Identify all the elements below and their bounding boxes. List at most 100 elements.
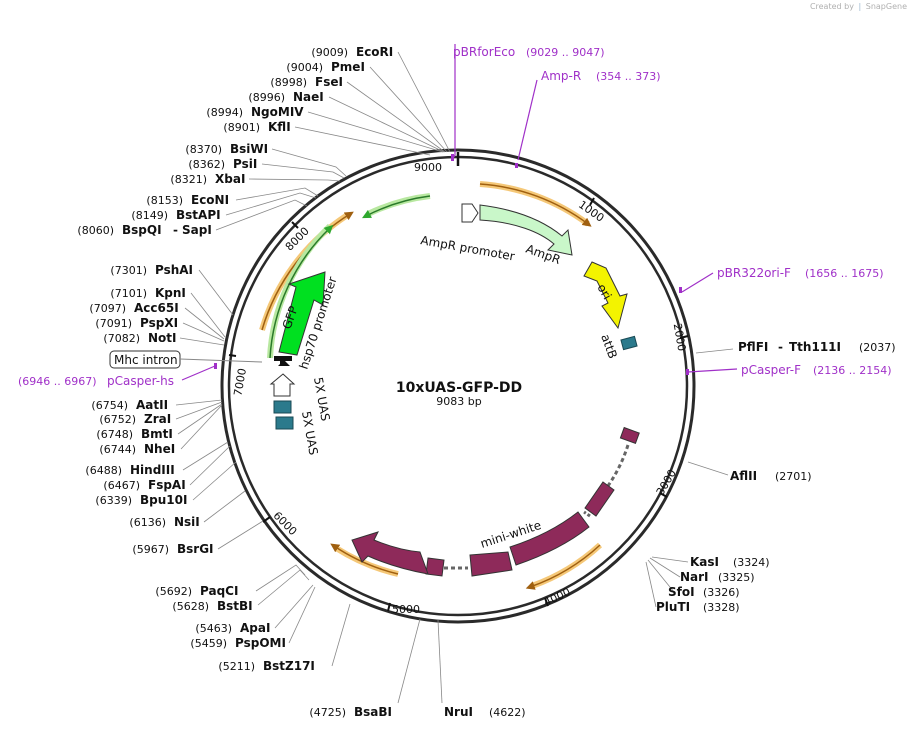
mini-white-intron-1	[603, 444, 630, 491]
orange-arrow-left	[261, 211, 354, 331]
site-name: NruI	[444, 705, 473, 719]
site-name: BsiWI	[230, 142, 268, 156]
site-pos: (8994)	[206, 106, 243, 119]
attb-feature	[620, 335, 638, 351]
site-name: Tth111I	[789, 340, 841, 354]
mini-white-exon-1	[619, 426, 640, 445]
site-pos: (8149)	[131, 209, 168, 222]
site-name: ApaI	[240, 621, 270, 635]
site-name: ZraI	[144, 412, 171, 426]
site-pos: (6136)	[129, 516, 166, 529]
site-name: FspAI	[148, 478, 186, 492]
ampr-promoter-label: AmpR promoter	[419, 233, 515, 263]
site-pos: (9009)	[311, 46, 348, 59]
site-pos: (7101)	[110, 287, 147, 300]
site-name: HindIII	[130, 463, 175, 477]
plasmid-size: 9083 bp	[436, 395, 481, 408]
mini-white-exon-4	[469, 551, 513, 577]
primer-name: pBRforEco	[453, 45, 515, 59]
mini-white-exon-3	[509, 511, 590, 566]
site-name: NotI	[148, 331, 177, 345]
site-name: KpnI	[155, 286, 186, 300]
site-name: KasI	[690, 555, 719, 569]
site-pos: (3324)	[733, 556, 770, 569]
site-pos: (5967)	[132, 543, 169, 556]
mini-white-exon-5	[425, 557, 445, 577]
site-name: AatII	[136, 398, 168, 412]
site-name: BstBI	[217, 599, 253, 613]
site-pos: (6488)	[85, 464, 122, 477]
site-name: PflFI	[738, 340, 768, 354]
site-pos: (2037)	[859, 341, 896, 354]
primer-range: (6946 .. 6967)	[18, 375, 97, 388]
svg-text:-: -	[778, 340, 783, 354]
ori-label: ori	[594, 282, 614, 303]
tick-label-7000: 7000	[231, 367, 249, 397]
primer-range: (354 .. 373)	[596, 70, 661, 83]
mhc-intron-label: Mhc intron	[114, 353, 178, 367]
site-name: FseI	[315, 75, 343, 89]
site-labels-left: (9009) EcoRI (9004) PmeI (8998) FseI (89…	[77, 45, 393, 719]
site-pos: (8362)	[188, 158, 225, 171]
site-pos: (9004)	[286, 61, 323, 74]
site-pos: (8153)	[146, 194, 183, 207]
site-name: AflII	[730, 469, 757, 483]
primer-name: pCasper-F	[741, 363, 801, 377]
site-name: XbaI	[215, 172, 245, 186]
site-pos: (5628)	[172, 600, 209, 613]
site-pos: (7091)	[95, 317, 132, 330]
green-arrow-top	[362, 195, 431, 219]
site-pos: (3326)	[703, 586, 740, 599]
site-name: SapI	[182, 223, 212, 237]
tick-label-3000: 3000	[654, 467, 679, 498]
site-pos: (6754)	[91, 399, 128, 412]
svg-text:-: -	[173, 223, 178, 237]
snapgene-credit: Created by ❘ SnapGene	[810, 2, 907, 11]
site-name: Bpu10I	[140, 493, 187, 507]
site-pos: (8370)	[185, 143, 222, 156]
site-name: BsrGI	[177, 542, 214, 556]
site-pos: (2701)	[775, 470, 812, 483]
primer-name: Amp-R	[541, 69, 581, 83]
uas-feature-2	[275, 416, 294, 430]
site-name: PluTI	[656, 600, 690, 614]
site-pos: (5459)	[190, 637, 227, 650]
ampr-promoter-feature	[461, 203, 479, 223]
site-name: Acc65I	[134, 301, 179, 315]
tick-label-9000: 9000	[414, 161, 442, 174]
site-name: NsiI	[174, 515, 200, 529]
site-pos: (3325)	[718, 571, 755, 584]
uas-label-2: 5X UAS	[299, 410, 320, 456]
site-name: SfoI	[668, 585, 695, 599]
site-name: KflI	[268, 120, 291, 134]
site-pos: (7097)	[89, 302, 126, 315]
site-name: PaqCI	[200, 584, 238, 598]
uas-feature-1	[273, 400, 292, 414]
site-name: NarI	[680, 570, 709, 584]
site-pos: (6467)	[103, 479, 140, 492]
site-name: PspOMI	[235, 636, 286, 650]
gfp-feature	[278, 271, 326, 356]
site-pos: (7082)	[103, 332, 140, 345]
site-pos: (6339)	[95, 494, 132, 507]
primer-range: (1656 .. 1675)	[805, 267, 884, 280]
primer-labels: pBRforEco (9029 .. 9047) Amp-R (354 .. 3…	[18, 45, 892, 388]
site-name: BmtI	[141, 427, 173, 441]
site-pos: (6748)	[96, 428, 133, 441]
site-name: PsiI	[233, 157, 257, 171]
site-pos: (8996)	[248, 91, 285, 104]
site-pos: (7301)	[110, 264, 147, 277]
tick-label-4000: 4000	[542, 585, 573, 609]
site-name: BsaBI	[354, 705, 392, 719]
primer-name: pBR322ori-F	[717, 266, 791, 280]
site-pos: (4622)	[489, 706, 526, 719]
site-pos: (8998)	[270, 76, 307, 89]
green-arrow-left	[269, 224, 334, 359]
site-pos: (3328)	[703, 601, 740, 614]
backbone-outer	[220, 148, 696, 624]
snapgene-logo-icon: ❘	[856, 2, 864, 11]
site-name: EcoNI	[191, 193, 229, 207]
site-labels-right: NruI (4622) PflFI - Tth111I (2037) AflII…	[444, 340, 896, 719]
tick-label-2000: 2000	[671, 322, 689, 352]
